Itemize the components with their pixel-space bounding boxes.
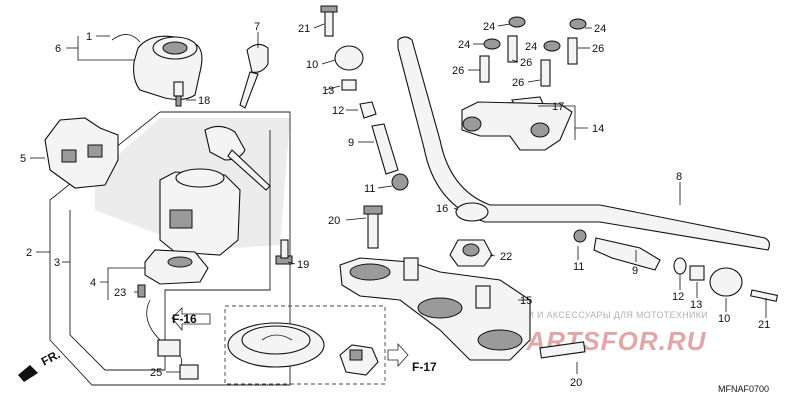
callout-21-right: 21 bbox=[758, 319, 770, 331]
ref-f17-arrow: F-17 bbox=[387, 342, 437, 374]
ignition-switch-group: F-16 F-17 FR. bbox=[18, 34, 437, 386]
callout-16: 16 bbox=[436, 203, 448, 215]
callout-14: 14 bbox=[592, 123, 604, 135]
small-switch bbox=[339, 344, 379, 376]
screw-23 bbox=[137, 284, 146, 298]
nut-11-right bbox=[573, 229, 587, 243]
callout-11-left: 11 bbox=[364, 183, 375, 195]
callout-12-right: 12 bbox=[672, 291, 684, 303]
callout-24-b: 24 bbox=[594, 23, 606, 35]
cap-24b bbox=[569, 18, 587, 30]
holder-14 bbox=[461, 101, 573, 151]
leader-lines bbox=[30, 23, 767, 374]
nut-13-right bbox=[689, 265, 705, 281]
nut-13 bbox=[341, 79, 357, 91]
callout-20-upper: 20 bbox=[328, 215, 340, 227]
lock-bracket bbox=[44, 117, 119, 189]
callout-12-left: 12 bbox=[332, 105, 344, 117]
wire-harness bbox=[146, 299, 183, 369]
lock-cap bbox=[227, 322, 325, 368]
diagram-code: MFNAF0700 bbox=[718, 384, 769, 394]
callout-1: 1 bbox=[86, 31, 92, 43]
right-bar-end-stack bbox=[573, 229, 779, 302]
callout-24-a: 24 bbox=[483, 21, 495, 33]
ref-f16-arrow: F-16 bbox=[171, 307, 211, 332]
bolt-20 bbox=[367, 209, 379, 249]
ignition-cover bbox=[133, 35, 203, 101]
watermark-text: ЗАПЧАСТИ И АКСЕССУАРЫ ДЛЯ МОТОТЕХНИКИ bbox=[484, 310, 708, 320]
callout-8: 8 bbox=[676, 171, 682, 183]
callout-26-a: 26 bbox=[520, 57, 532, 69]
callout-13-right: 13 bbox=[690, 299, 702, 311]
rod-9-right bbox=[593, 237, 661, 271]
callout-20-lower: 20 bbox=[570, 377, 582, 389]
callout-2: 2 bbox=[26, 247, 32, 259]
bolt-26c bbox=[479, 55, 490, 83]
callout-6: 6 bbox=[55, 43, 61, 55]
callout-7: 7 bbox=[254, 21, 260, 33]
front-direction-arrow: FR. bbox=[18, 347, 62, 382]
bolt-21 bbox=[324, 9, 334, 37]
weight-10-right bbox=[709, 267, 743, 297]
nut-11 bbox=[391, 173, 409, 191]
dashed-box-inset bbox=[224, 305, 386, 385]
bolt-26b bbox=[567, 37, 578, 65]
callout-17: 17 bbox=[552, 101, 564, 113]
connector-a bbox=[157, 339, 181, 357]
callout-19: 19 bbox=[297, 259, 309, 271]
ref-f17: F-17 bbox=[412, 360, 437, 374]
weight-10 bbox=[334, 45, 364, 71]
bolt-26d bbox=[540, 59, 551, 87]
callout-11-right: 11 bbox=[573, 261, 584, 273]
ref-f16: F-16 bbox=[172, 312, 197, 326]
callout-26-c: 26 bbox=[452, 65, 464, 77]
collar-12 bbox=[359, 101, 377, 119]
bolt-26a bbox=[507, 35, 518, 63]
left-bar-end-stack bbox=[320, 5, 409, 249]
ignition-switch-body bbox=[159, 125, 271, 256]
screw-18 bbox=[173, 81, 184, 107]
connector-25 bbox=[179, 364, 199, 380]
callout-4: 4 bbox=[90, 277, 96, 289]
callouts: 1 6 18 7 5 2 3 4 23 25 19 21 10 13 12 9 … bbox=[20, 21, 770, 389]
callout-25: 25 bbox=[150, 367, 162, 379]
bolt-19 bbox=[275, 239, 293, 265]
switch-unit bbox=[144, 249, 209, 285]
callout-15: 15 bbox=[520, 295, 532, 307]
callout-13-left: 13 bbox=[322, 85, 334, 97]
cap-16 bbox=[455, 202, 489, 222]
callout-24-c: 24 bbox=[458, 39, 470, 51]
callout-21-left: 21 bbox=[298, 23, 310, 35]
callout-26-d: 26 bbox=[512, 77, 524, 89]
key bbox=[239, 43, 269, 109]
callout-22: 22 bbox=[500, 251, 512, 263]
callout-10-left: 10 bbox=[306, 59, 318, 71]
bracket-3 bbox=[69, 130, 271, 371]
callout-18: 18 bbox=[198, 95, 210, 107]
collar-12-right bbox=[673, 257, 687, 275]
callout-5: 5 bbox=[20, 153, 26, 165]
rod-9 bbox=[371, 123, 399, 175]
watermark-logo: PARTSFOR.RU bbox=[510, 326, 707, 356]
callout-23: 23 bbox=[114, 287, 126, 299]
cap-24d bbox=[543, 40, 561, 52]
cap-24c bbox=[483, 38, 501, 50]
callout-24-d: 24 bbox=[525, 41, 537, 53]
handlebar bbox=[397, 36, 771, 251]
bolt-20-lower bbox=[539, 341, 586, 359]
callout-10-right: 10 bbox=[718, 313, 730, 325]
callout-3: 3 bbox=[54, 257, 60, 269]
callout-9-left: 9 bbox=[348, 137, 354, 149]
bolt-21-right bbox=[750, 289, 779, 302]
cap-24a bbox=[508, 16, 526, 28]
direction-label: FR. bbox=[39, 347, 63, 368]
callout-9-right: 9 bbox=[632, 265, 638, 277]
bracket-2 bbox=[49, 111, 291, 386]
callout-26-b: 26 bbox=[592, 43, 604, 55]
circlip bbox=[111, 34, 141, 43]
upper-holder-assembly bbox=[461, 16, 587, 151]
